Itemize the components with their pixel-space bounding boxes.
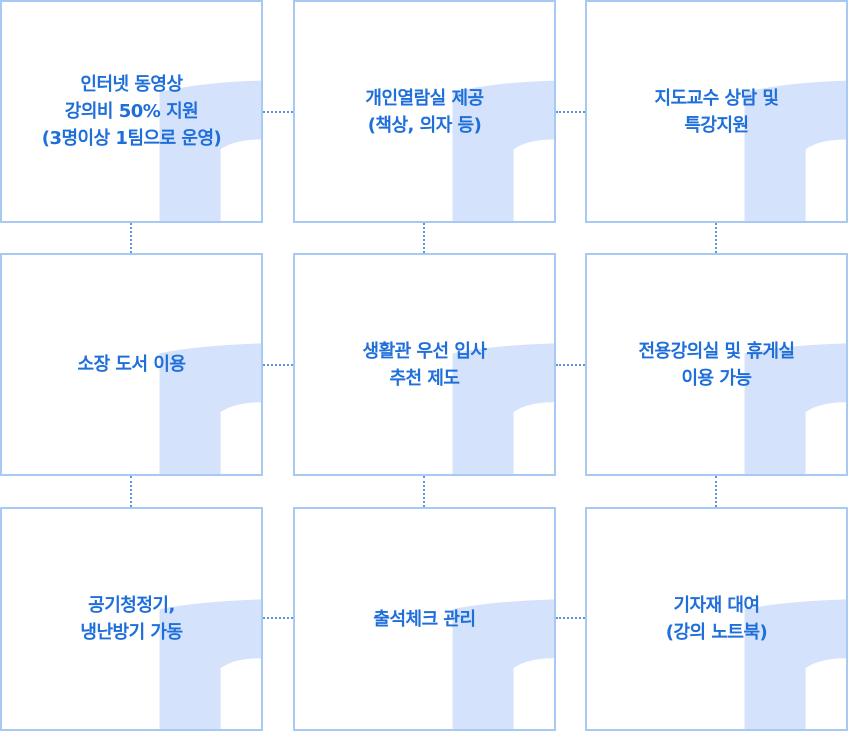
connector-vertical xyxy=(130,223,132,253)
benefit-label: 인터넷 동영상 강의비 50% 지원 (3명이상 1팀으로 운영) xyxy=(41,74,222,149)
connector-horizontal xyxy=(263,111,293,113)
connector-horizontal xyxy=(556,364,585,366)
benefit-label: 개인열람실 제공 (책상, 의자 등) xyxy=(365,87,484,136)
benefit-card-dormitory: 생활관 우선 입사 추천 제도 xyxy=(293,253,556,476)
benefit-label: 소장 도서 이용 xyxy=(77,354,186,375)
connector-horizontal xyxy=(556,617,585,619)
connector-horizontal xyxy=(263,364,293,366)
benefit-card-attendance: 출석체크 관리 xyxy=(293,507,556,731)
benefit-label: 기자재 대여 (강의 노트북) xyxy=(665,595,768,643)
benefit-label: 지도교수 상담 및 특강지원 xyxy=(654,87,779,136)
connector-vertical xyxy=(130,476,132,507)
connector-vertical xyxy=(715,223,717,253)
benefit-card-air-conditioning: 공기청정기, 냉난방기 가동 xyxy=(0,507,263,731)
connector-horizontal xyxy=(263,617,293,619)
benefit-label: 생활관 우선 입사 추천 제도 xyxy=(362,340,487,389)
connector-horizontal xyxy=(556,111,585,113)
connector-vertical xyxy=(715,476,717,507)
benefit-card-lecture-room: 전용강의실 및 휴게실 이용 가능 xyxy=(585,253,848,476)
connector-vertical xyxy=(423,223,425,253)
benefit-card-library-books: 소장 도서 이용 xyxy=(0,253,263,476)
benefit-card-advisor-counseling: 지도교수 상담 및 특강지원 xyxy=(585,0,848,223)
connector-vertical xyxy=(423,476,425,507)
benefit-card-online-lecture: 인터넷 동영상 강의비 50% 지원 (3명이상 1팀으로 운영) xyxy=(0,0,263,223)
benefit-label: 출석체크 관리 xyxy=(373,608,476,630)
benefit-label: 공기청정기, 냉난방기 가동 xyxy=(80,595,183,643)
benefit-card-reading-room: 개인열람실 제공 (책상, 의자 등) xyxy=(293,0,556,223)
benefit-card-equipment-rental: 기자재 대여 (강의 노트북) xyxy=(585,507,848,731)
benefit-label: 전용강의실 및 휴게실 이용 가능 xyxy=(638,340,795,389)
